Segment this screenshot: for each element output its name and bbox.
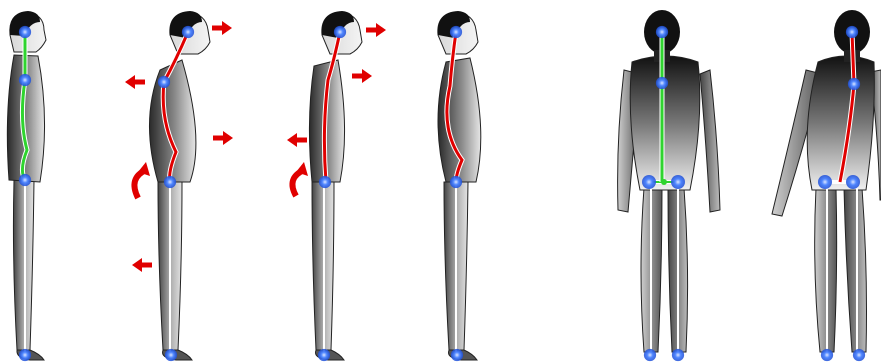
figure-side-deviated-3: [438, 11, 481, 361]
joint-ankle: [165, 349, 177, 361]
joint-hip: [450, 176, 462, 188]
pelvis-center-marker: [661, 179, 667, 185]
joint-hip-left: [642, 175, 656, 189]
joint-neck: [158, 76, 170, 88]
arrow-left-icon: [287, 133, 307, 147]
joint-neck: [848, 78, 860, 90]
arrow-left-icon: [125, 75, 145, 89]
joint-head: [19, 26, 31, 38]
figure-side-deviated-1: [125, 11, 233, 361]
joint-hip-left: [818, 175, 832, 189]
joint-ankle: [451, 349, 463, 361]
joint-hip: [164, 176, 176, 188]
joint-ankle-left: [821, 349, 833, 361]
joint-ankle: [318, 349, 330, 361]
joint-ankle: [19, 349, 31, 361]
joint-ankle-right: [853, 349, 865, 361]
joint-neck: [19, 74, 31, 86]
curved-arrow-icon: [134, 162, 150, 198]
joint-neck: [656, 77, 668, 89]
curved-arrow-icon: [292, 162, 308, 196]
figure-front-normal: [618, 10, 720, 361]
arrow-right-icon: [213, 131, 233, 145]
joint-head: [182, 26, 194, 38]
joint-hip: [319, 176, 331, 188]
joint-head: [450, 26, 462, 38]
arrow-right-icon: [212, 21, 232, 35]
figure-front-deviated: [772, 10, 881, 361]
joint-hip: [19, 174, 31, 186]
joint-ankle-left: [644, 349, 656, 361]
joint-head: [846, 26, 858, 38]
joint-head: [334, 26, 346, 38]
figure-side-deviated-2: [287, 11, 386, 361]
figure-side-normal: [7, 11, 46, 361]
arrow-right-icon: [352, 69, 372, 83]
joint-ankle-right: [672, 349, 684, 361]
joint-hip-right: [846, 175, 860, 189]
joint-head: [656, 26, 668, 38]
arrow-left-icon: [132, 258, 152, 272]
joint-hip-right: [671, 175, 685, 189]
arrow-right-icon: [366, 23, 386, 37]
